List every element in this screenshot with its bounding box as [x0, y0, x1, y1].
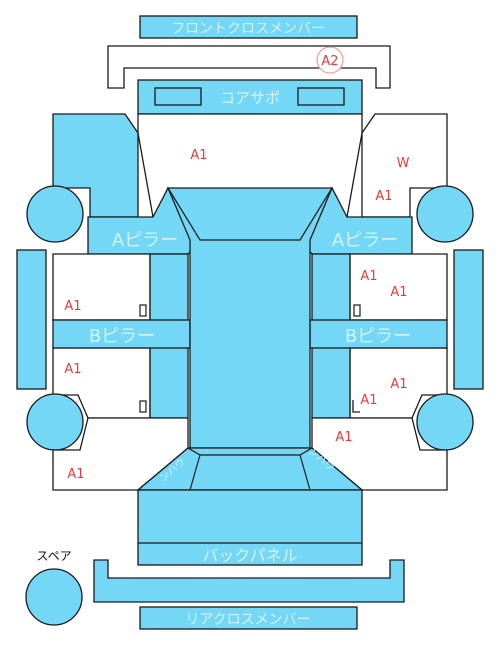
windshield-edge [167, 187, 333, 241]
front-cross-member[interactable] [139, 15, 358, 39]
a-pillar-right-label: Aピラー [332, 230, 398, 251]
rear-cross-member-label: リアクロスメンバー [185, 612, 310, 628]
right-rear-door-handle [352, 400, 360, 413]
back-panel[interactable] [137, 489, 363, 566]
left-side-sill[interactable] [16, 249, 47, 390]
a-pillar-left-label: Aピラー [112, 230, 178, 251]
rear-window-edge [187, 447, 313, 456]
front-cross-member-label: フロントクロスメンバー [171, 21, 325, 37]
right-front-fender-mark-w: W [397, 156, 410, 171]
spare-label: スペア [36, 549, 71, 563]
left-front-door-mark: A1 [64, 299, 81, 314]
back-panel-label: バックパネル [202, 546, 297, 565]
front-cross-member-mark-circle [316, 46, 344, 74]
rear-cross-member[interactable] [139, 606, 358, 630]
left-rear-tire[interactable] [26, 393, 84, 451]
left-front-door-handle [139, 304, 147, 317]
right-front-door-mark-2: A1 [390, 285, 407, 300]
left-rear-fender-mark: A1 [67, 467, 84, 482]
core-support-label: コアサポ [220, 89, 280, 107]
hood-mark: A1 [190, 148, 207, 163]
rear-bumper[interactable] [93, 559, 405, 603]
left-front-tire[interactable] [26, 185, 84, 243]
right-front-fender-mark-a: A1 [375, 189, 392, 204]
core-support-slot-left [154, 87, 202, 106]
right-rear-tire[interactable] [416, 393, 474, 451]
spare-tire[interactable] [25, 568, 83, 626]
b-pillar-right-label: Bピラー [345, 326, 411, 347]
trunk-inner-left [189, 454, 201, 491]
trunk-inner-right [299, 454, 311, 491]
right-rear-fender[interactable] [311, 417, 448, 491]
right-side-sill[interactable] [453, 249, 484, 390]
core-support-slot-right [297, 87, 345, 106]
right-front-door-handle [353, 304, 361, 317]
left-rear-fender[interactable] [52, 417, 189, 491]
right-front-fender[interactable] [361, 113, 448, 218]
right-rear-door-mark-2: A1 [360, 393, 377, 408]
right-rear-fender-mark: A1 [335, 430, 352, 445]
front-cross-member-mark: A2 [321, 54, 338, 69]
b-pillar-right[interactable] [309, 319, 448, 349]
left-rear-door-mark: A1 [64, 362, 81, 377]
right-rear-door-mark-1: A1 [390, 377, 407, 392]
b-pillar-left-label: Bピラー [89, 326, 155, 347]
right-front-tire[interactable] [416, 185, 474, 243]
right-front-door-mark-1: A1 [360, 269, 377, 284]
left-rear-door-handle [139, 400, 147, 413]
